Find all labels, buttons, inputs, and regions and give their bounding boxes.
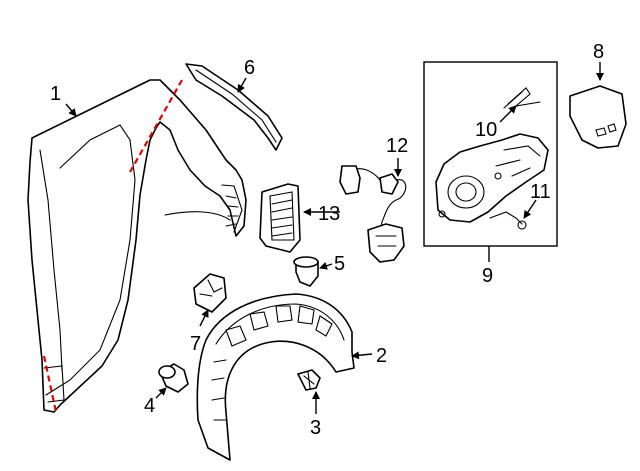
callout-2: 2 — [376, 345, 387, 367]
callout-7: 7 — [190, 333, 201, 355]
cut-line-upper — [129, 79, 183, 173]
assembly-box — [423, 61, 558, 247]
callout-10: 10 — [475, 119, 497, 141]
drain-tube — [489, 211, 527, 230]
wheelhouse-liner — [196, 293, 355, 461]
hinge-spring — [503, 87, 541, 109]
callout-1: 1 — [50, 83, 61, 105]
roof-rail-molding — [185, 63, 283, 151]
screw — [297, 369, 321, 391]
callout-11: 11 — [530, 181, 551, 203]
push-clip — [293, 256, 319, 287]
retainer-clip — [158, 363, 189, 393]
fuel-filler-housing — [435, 133, 549, 223]
fuel-door-actuator-harness — [339, 165, 407, 263]
callout-6: 6 — [244, 57, 255, 79]
callout-4: 4 — [144, 395, 155, 417]
callout-8: 8 — [593, 41, 604, 63]
leader-lines — [65, 62, 604, 414]
callout-12: 12 — [386, 135, 408, 157]
fuel-door — [569, 85, 627, 149]
callout-9: 9 — [482, 265, 493, 287]
callout-5: 5 — [334, 253, 345, 275]
callout-13: 13 — [318, 203, 340, 225]
bracket — [193, 273, 227, 313]
callout-3: 3 — [310, 417, 321, 439]
pressure-vent — [259, 183, 301, 253]
quarter-panel — [27, 79, 247, 413]
